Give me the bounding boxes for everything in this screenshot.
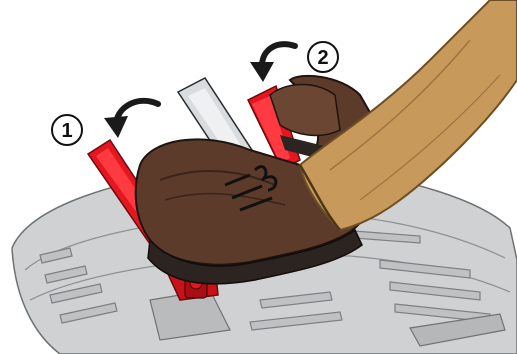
curved-arrow-down-icon: [104, 101, 158, 138]
step-2-callout: 2: [250, 42, 338, 82]
step-2-number: 2: [317, 47, 328, 69]
step-1-callout: 1: [52, 101, 158, 145]
curved-arrow-down-icon: [250, 44, 295, 82]
step-1-number: 1: [61, 120, 72, 142]
